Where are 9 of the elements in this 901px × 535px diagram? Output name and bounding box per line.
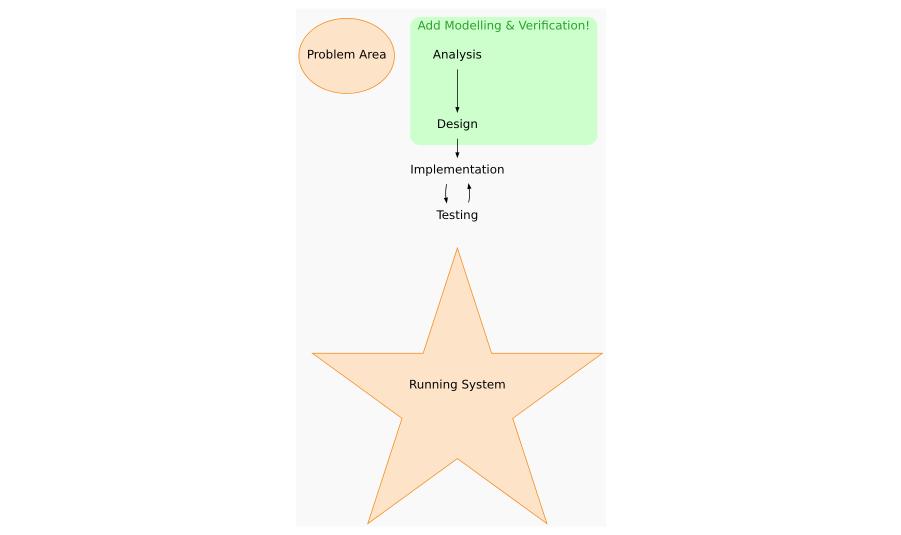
node-text: Testing (436, 208, 478, 222)
node-text: Design (436, 117, 478, 132)
node-text: Analysis (432, 48, 482, 62)
node-text: Implementation (410, 162, 504, 177)
arrow (466, 183, 471, 203)
arrow (443, 184, 448, 204)
arrow (454, 69, 459, 114)
arrow (454, 138, 459, 158)
node-ellipse: Problem Area (298, 18, 394, 94)
